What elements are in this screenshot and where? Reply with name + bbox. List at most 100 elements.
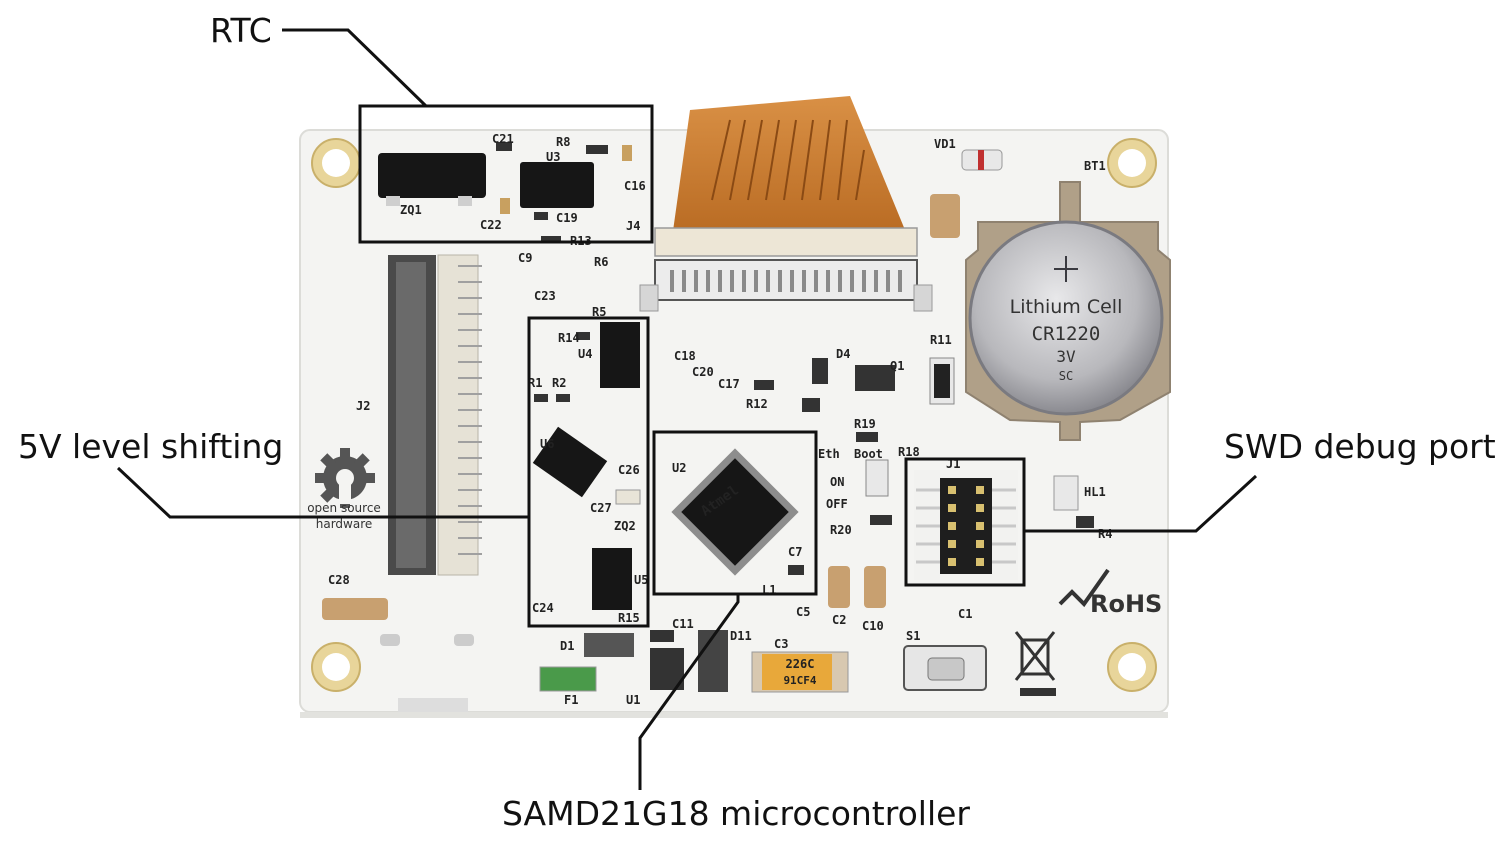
label-c19: C19 xyxy=(556,211,578,225)
mcu-label: SAMD21G18 microcontroller xyxy=(502,794,970,833)
label-r4: R4 xyxy=(1098,527,1112,541)
label-c2: C2 xyxy=(832,613,846,627)
swd-box xyxy=(904,457,1026,587)
battery-line-3: 3V xyxy=(1056,347,1076,366)
label-hl1: HL1 xyxy=(1084,485,1106,499)
label-j2: J2 xyxy=(356,399,370,413)
d11-diode xyxy=(698,630,728,692)
c2-capacitor xyxy=(828,566,850,608)
label-osh-line2: hardware xyxy=(316,517,373,531)
label-bt1: BT1 xyxy=(1084,159,1106,173)
label-s1: S1 xyxy=(906,629,920,643)
silkscreen-labels: ZQ1 C21 R8 U3 C16 C22 C19 R13 J4 C9 R6 C… xyxy=(307,132,1112,707)
level-shift-label: 5V level shifting xyxy=(18,427,284,466)
label-r5: R5 xyxy=(592,305,606,319)
label-c20: C20 xyxy=(692,365,714,379)
weee-bin-icon xyxy=(1014,631,1056,681)
label-c27: C27 xyxy=(590,501,612,515)
label-boot: Boot xyxy=(854,447,883,461)
label-r11: R11 xyxy=(930,333,952,347)
u4-chip xyxy=(600,322,640,388)
label-u4: U4 xyxy=(578,347,592,361)
battery-line-4: SC xyxy=(1059,369,1073,383)
samd21-chip xyxy=(671,448,799,576)
flex-cable-tape xyxy=(654,227,918,257)
swd-header xyxy=(940,478,992,574)
label-c16: C16 xyxy=(624,179,646,193)
c3-tantalum-capacitor xyxy=(762,654,832,690)
zq2-crystal xyxy=(615,489,641,505)
u5-chip xyxy=(592,548,632,610)
u3-rtc-chip xyxy=(520,162,594,208)
label-u6: U6 xyxy=(540,437,554,451)
mcu-box xyxy=(652,430,818,596)
label-osh-line1: open source xyxy=(307,501,381,515)
level-shift-box xyxy=(527,316,650,628)
label-c28: C28 xyxy=(328,573,350,587)
label-on: ON xyxy=(830,475,844,489)
label-r15: R15 xyxy=(618,611,640,625)
label-d4: D4 xyxy=(836,347,850,361)
label-f1: F1 xyxy=(564,693,578,707)
label-zq2: ZQ2 xyxy=(614,519,636,533)
open-source-hardware-logo xyxy=(315,448,375,508)
label-c18: C18 xyxy=(674,349,696,363)
label-j4: J4 xyxy=(626,219,640,233)
c28-capacitor xyxy=(322,598,388,620)
label-r20: R20 xyxy=(830,523,852,537)
battery-line-2: CR1220 xyxy=(1032,323,1101,345)
label-zq1: ZQ1 xyxy=(400,203,422,217)
label-c1: C1 xyxy=(958,607,972,621)
label-r1: R1 xyxy=(528,376,542,390)
rohs-check-icon xyxy=(1058,568,1110,608)
coin-cell xyxy=(968,220,1164,416)
label-d1: D1 xyxy=(560,639,574,653)
label-u1: U1 xyxy=(626,693,640,707)
label-vd1: VD1 xyxy=(934,137,956,151)
label-r8: R8 xyxy=(556,135,570,149)
label-r6: R6 xyxy=(594,255,608,269)
callout-lines xyxy=(116,28,1258,790)
label-d11: D11 xyxy=(730,629,752,643)
label-r14: R14 xyxy=(558,331,580,345)
label-c5: C5 xyxy=(796,605,810,619)
label-u2: U2 xyxy=(672,461,686,475)
label-c10: C10 xyxy=(862,619,884,633)
label-off: OFF xyxy=(826,497,848,511)
display-connector xyxy=(654,259,918,301)
label-q1: Q1 xyxy=(890,359,904,373)
label-r19: R19 xyxy=(854,417,876,431)
d1-diode xyxy=(584,633,634,657)
label-c11: C11 xyxy=(672,617,694,631)
label-r2: R2 xyxy=(552,376,566,390)
label-c3: C3 xyxy=(774,637,788,651)
zq1-crystal xyxy=(378,153,486,198)
cap-code: 91CF4 xyxy=(783,674,816,687)
mcu-callout-line xyxy=(638,594,740,790)
label-c7: C7 xyxy=(788,545,802,559)
swd-label: SWD debug port xyxy=(1224,427,1496,466)
label-c26: C26 xyxy=(618,463,640,477)
label-r12: R12 xyxy=(746,397,768,411)
f1-fuse xyxy=(539,666,597,692)
label-eth: Eth xyxy=(818,447,840,461)
label-c24: C24 xyxy=(532,601,554,615)
label-u3: U3 xyxy=(546,150,560,164)
swd-callout-line xyxy=(1024,474,1258,533)
rohs-label: RoHS xyxy=(1090,590,1162,618)
cap-value: 226C xyxy=(786,657,815,671)
highlight-boxes xyxy=(358,104,1026,628)
label-c9: C9 xyxy=(518,251,532,265)
label-u5: U5 xyxy=(634,573,648,587)
rtc-box xyxy=(358,104,654,244)
label-c17: C17 xyxy=(718,377,740,391)
rtc-label: RTC xyxy=(210,11,272,50)
pcb-edge xyxy=(300,712,1168,718)
battery-line-1: Lithium Cell xyxy=(1010,296,1123,318)
label-c22: C22 xyxy=(480,218,502,232)
u6-chip xyxy=(532,426,608,498)
rtc-callout-line xyxy=(282,28,428,108)
label-c23: C23 xyxy=(534,289,556,303)
